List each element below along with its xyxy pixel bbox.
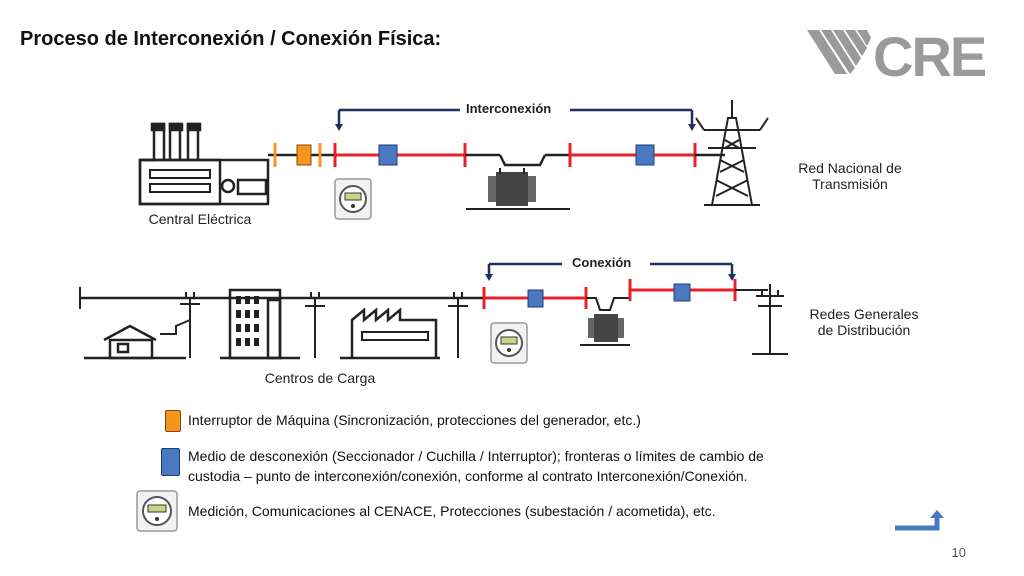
destination-label-bottom: Redes Generales de Distribución — [809, 306, 919, 338]
small-transformer-icon — [580, 314, 630, 346]
building-icon — [220, 288, 300, 360]
utility-pole-icon — [160, 292, 200, 358]
house-icon — [84, 324, 186, 360]
meter-icon — [334, 178, 372, 225]
factory-icon — [340, 307, 440, 360]
transmission-tower-icon — [695, 100, 769, 206]
page-number: 10 — [951, 545, 966, 560]
meter-icon — [490, 322, 528, 369]
distribution-pole-icon — [752, 284, 788, 355]
interconexion-bracket — [337, 108, 694, 126]
source-label-top: Central Eléctrica — [148, 211, 252, 227]
legend-item-3: Medición, Comunicaciones al CENACE, Prot… — [188, 503, 716, 519]
cre-logo: CRE — [805, 22, 1000, 88]
return-arrow-icon[interactable] — [893, 510, 945, 537]
legend-item-2: Medio de desconexión (Seccionador / Cuch… — [188, 448, 764, 484]
span-label-conexion: Conexión — [566, 255, 638, 270]
legend-blue-swatch — [161, 448, 180, 476]
legend-meter-icon — [136, 490, 178, 537]
transformer-icon — [466, 168, 570, 210]
page-title: Proceso de Interconexión / Conexión Físi… — [20, 28, 442, 50]
power-plant-icon — [138, 122, 270, 206]
orange-switch — [296, 144, 312, 166]
span-label-interconexion: Interconexión — [460, 101, 558, 116]
logo-text: CRE — [873, 25, 986, 82]
blue-switch — [378, 144, 398, 166]
source-label-bottom: Centros de Carga — [264, 370, 376, 386]
destination-label-top: Red Nacional de Transmisión — [798, 160, 902, 192]
legend-item-1: Interruptor de Máquina (Sincronización, … — [188, 412, 641, 428]
legend-orange-swatch — [165, 410, 181, 432]
